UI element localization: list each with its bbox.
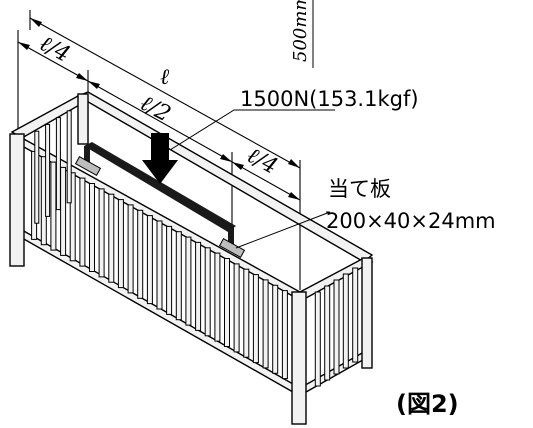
baluster <box>127 204 134 294</box>
plate-label-line1: 当て板 <box>328 177 391 201</box>
baluster <box>98 188 105 278</box>
baluster <box>79 177 86 267</box>
baluster <box>214 252 221 342</box>
baluster <box>333 279 340 375</box>
baluster <box>156 220 163 310</box>
load-bar <box>84 142 236 232</box>
down-arrow-icon <box>142 133 178 184</box>
baluster <box>89 183 95 272</box>
baluster <box>55 117 61 211</box>
side-dimension: 500mm <box>290 0 314 68</box>
plate-label-line2: 200×40×24mm <box>326 209 496 233</box>
side-dimension-label: 500mm <box>290 0 311 62</box>
baluster <box>34 130 40 224</box>
left-balusters <box>34 110 72 224</box>
baluster <box>224 258 230 347</box>
baluster <box>45 123 51 217</box>
baluster <box>243 268 250 358</box>
baluster <box>262 279 269 369</box>
baluster <box>66 110 72 204</box>
baluster <box>60 166 67 256</box>
baluster <box>146 215 153 305</box>
baluster <box>175 231 182 321</box>
baluster <box>69 172 76 262</box>
baluster <box>233 263 240 353</box>
baluster <box>166 225 173 315</box>
front-balusters <box>31 150 288 380</box>
load-bar-right-leg <box>228 226 234 246</box>
baluster <box>314 291 321 387</box>
right-contact-plate <box>218 238 246 258</box>
baluster <box>108 193 115 283</box>
dimension-half-span: ℓ/2 <box>136 91 175 127</box>
dimension-full-span: ℓ <box>160 65 170 90</box>
baluster <box>50 161 57 251</box>
baluster <box>352 267 359 363</box>
left-contact-plate <box>74 156 102 176</box>
load-fixture <box>74 133 246 258</box>
baluster <box>195 241 202 331</box>
baluster <box>185 236 192 326</box>
figure-caption: (図2) <box>396 390 459 418</box>
baluster <box>117 199 124 289</box>
load-label: 1500N(153.1kgf) <box>240 87 419 111</box>
baluster <box>324 285 331 381</box>
leader-lines <box>169 109 335 249</box>
baluster <box>272 284 279 374</box>
baluster <box>281 290 288 380</box>
dimension-quarter-right: ℓ/4 <box>243 143 282 179</box>
dimension-quarter-left: ℓ/4 <box>35 31 74 67</box>
baluster <box>342 273 349 369</box>
side-balusters <box>314 267 359 387</box>
baluster <box>204 247 211 337</box>
baluster <box>252 274 259 364</box>
baluster <box>137 209 144 299</box>
